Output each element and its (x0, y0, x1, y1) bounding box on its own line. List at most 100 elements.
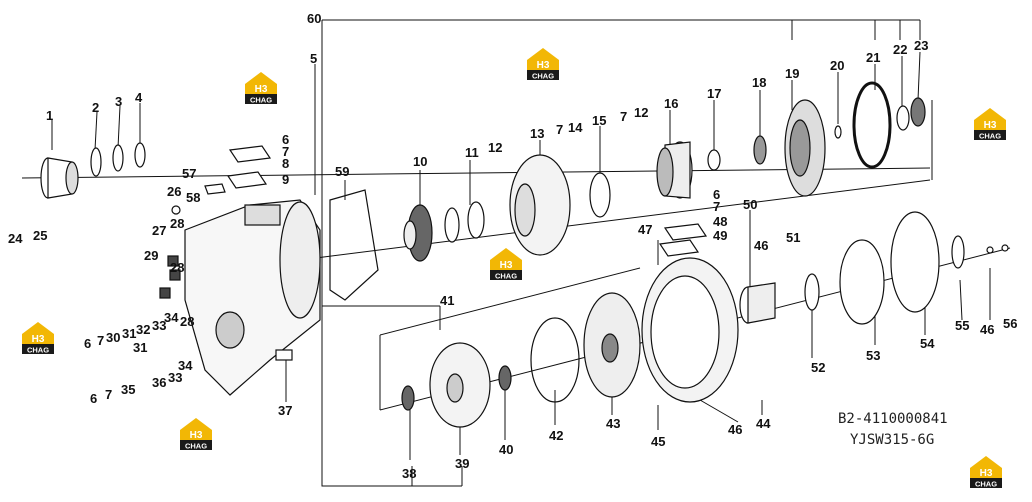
part-label-28: 28 (180, 314, 194, 329)
svg-text:H3: H3 (537, 60, 550, 71)
part-label-53: 53 (866, 348, 880, 363)
model-number: YJSW315-6G (850, 432, 934, 448)
svg-text:CHAG: CHAG (495, 272, 517, 281)
part-label-58: 58 (186, 190, 200, 205)
part-label-36: 36 (152, 375, 166, 390)
svg-text:CHAG: CHAG (975, 480, 997, 489)
part-label-46: 46 (728, 422, 742, 437)
part-label-14: 14 (568, 120, 583, 135)
part-label-31: 31 (122, 326, 136, 341)
part-label-54: 54 (920, 336, 935, 351)
part-label-7: 7 (97, 333, 104, 348)
part-label-8: 8 (282, 156, 289, 171)
part-label-7: 7 (282, 144, 289, 159)
part-label-45: 45 (651, 434, 665, 449)
part-label-6: 6 (84, 336, 91, 351)
svg-text:H3: H3 (500, 260, 513, 271)
part-label-7: 7 (620, 109, 627, 124)
part-label-24: 24 (8, 231, 23, 246)
part-label-4: 4 (135, 90, 143, 105)
part-label-47: 47 (638, 222, 652, 237)
part-label-20: 20 (830, 58, 844, 73)
part-label-28: 28 (170, 260, 184, 275)
part-label-37: 37 (278, 403, 292, 418)
part-label-26: 26 (167, 184, 181, 199)
part-label-30: 30 (106, 330, 120, 345)
svg-text:CHAG: CHAG (250, 96, 272, 105)
part-label-28: 28 (170, 216, 184, 231)
part-label-23: 23 (914, 38, 928, 53)
part-label-48: 48 (713, 214, 727, 229)
part-label-56: 56 (1003, 316, 1017, 331)
part-label-6: 6 (713, 187, 720, 202)
part-label-40: 40 (499, 442, 513, 457)
part-label-41: 41 (440, 293, 454, 308)
svg-text:H3: H3 (980, 468, 993, 479)
part-label-19: 19 (785, 66, 799, 81)
part-label-46: 46 (980, 322, 994, 337)
part-label-10: 10 (413, 154, 427, 169)
part-label-34: 34 (178, 358, 193, 373)
part-label-33: 33 (152, 318, 166, 333)
part-label-33: 33 (168, 370, 182, 385)
part-label-12: 12 (488, 140, 502, 155)
svg-text:H3: H3 (984, 120, 997, 131)
part-label-18: 18 (752, 75, 766, 90)
part-label-6: 6 (90, 391, 97, 406)
part-label-32: 32 (136, 322, 150, 337)
part-label-38: 38 (402, 466, 416, 481)
part-label-31: 31 (133, 340, 147, 355)
part-label-35: 35 (121, 382, 135, 397)
part-label-51: 51 (786, 230, 800, 245)
part-label-1: 1 (46, 108, 53, 123)
part-label-9: 9 (282, 172, 289, 187)
part-label-5: 5 (310, 51, 317, 66)
part-label-11: 11 (465, 145, 479, 160)
svg-text:H3: H3 (190, 430, 203, 441)
part-label-25: 25 (33, 228, 47, 243)
part-label-7: 7 (713, 199, 720, 214)
part-label-60: 60 (307, 11, 321, 26)
part-label-44: 44 (756, 416, 771, 431)
svg-text:CHAG: CHAG (532, 72, 554, 81)
part-label-42: 42 (549, 428, 563, 443)
svg-text:CHAG: CHAG (979, 132, 1001, 141)
part-label-50: 50 (743, 197, 757, 212)
part-label-34: 34 (164, 310, 179, 325)
part-label-39: 39 (455, 456, 469, 471)
part-label-2: 2 (92, 100, 99, 115)
svg-text:H3: H3 (32, 334, 45, 345)
part-label-29: 29 (144, 248, 158, 263)
part-label-7: 7 (105, 387, 112, 402)
part-label-13: 13 (530, 126, 544, 141)
part-label-46: 46 (754, 238, 768, 253)
part-label-7: 7 (556, 122, 563, 137)
part-label-22: 22 (893, 42, 907, 57)
part-label-57: 57 (182, 166, 196, 181)
drawing-number: B2-4110000841 (838, 411, 948, 427)
part-label-12: 12 (634, 105, 648, 120)
part-label-21: 21 (866, 50, 880, 65)
svg-text:CHAG: CHAG (27, 346, 49, 355)
part-label-15: 15 (592, 113, 606, 128)
part-label-16: 16 (664, 96, 678, 111)
part-label-17: 17 (707, 86, 721, 101)
part-label-3: 3 (115, 94, 122, 109)
part-label-55: 55 (955, 318, 969, 333)
part-label-43: 43 (606, 416, 620, 431)
part-label-27: 27 (152, 223, 166, 238)
part-label-6: 6 (282, 132, 289, 147)
svg-text:H3: H3 (255, 84, 268, 95)
part-label-59: 59 (335, 164, 349, 179)
part-label-52: 52 (811, 360, 825, 375)
svg-text:CHAG: CHAG (185, 442, 207, 451)
